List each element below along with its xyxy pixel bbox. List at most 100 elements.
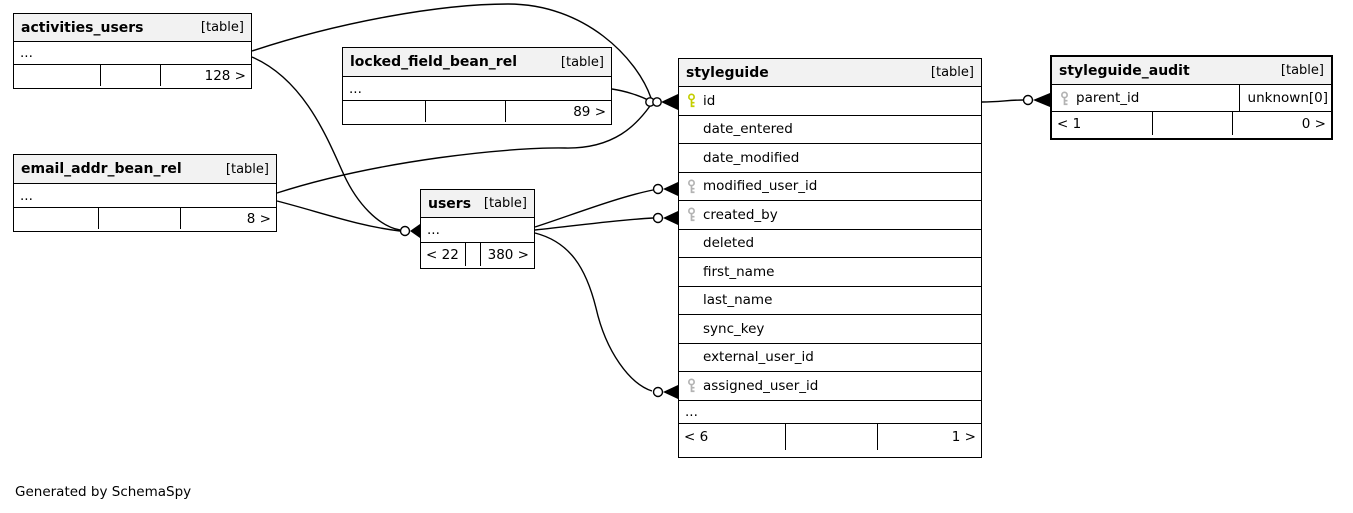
edge-email-addr-bean-rel-to-users — [276, 200, 401, 232]
column-name: external_user_id — [703, 349, 814, 366]
stats-children: < 1 — [1057, 115, 1082, 132]
stats-middle — [785, 423, 877, 450]
crowfoot-marker — [663, 385, 678, 399]
foreign-key-icon — [679, 179, 703, 194]
column-name: date_entered — [703, 121, 793, 138]
column-assigned-user-id: assigned_user_id — [679, 371, 981, 400]
stats-children: < 22 — [426, 246, 459, 263]
table-activities-users[interactable]: activities_users [table] ... 128 > — [13, 13, 252, 89]
column-name: parent_id — [1076, 90, 1140, 106]
table-header: styleguide [table] — [679, 59, 981, 86]
stats-parents: 89 > — [505, 101, 611, 122]
zero-or-one-marker — [652, 212, 664, 224]
table-stats-row: < 22 380 > — [421, 242, 534, 266]
stats-children — [14, 208, 98, 229]
primary-key-icon — [679, 93, 703, 108]
column-name: last_name — [703, 292, 773, 309]
stats-parents: 8 > — [180, 208, 276, 229]
column-name: id — [703, 92, 716, 109]
table-email-addr-bean-rel[interactable]: email_addr_bean_rel [table] ... 8 > — [13, 154, 277, 232]
table-name: styleguide_audit — [1059, 62, 1190, 79]
column-type-note: unknown[0] — [1239, 85, 1331, 111]
columns-ellipsis: ... — [343, 76, 611, 100]
table-stats-row: 89 > — [343, 100, 611, 122]
foreign-key-icon — [679, 378, 703, 393]
table-type-label: [table] — [483, 196, 527, 211]
column-sync-key: sync_key — [679, 314, 981, 343]
crowfoot-marker — [663, 211, 678, 225]
edge-styleguide-id-to-styleguide-audit-parent-id — [981, 99, 1024, 103]
crowfoot-marker — [410, 224, 420, 238]
stats-middle — [98, 208, 180, 229]
table-stats-row: 128 > — [14, 64, 251, 86]
stats-parents: 0 > — [1232, 112, 1331, 135]
columns-ellipsis: ... — [14, 183, 276, 207]
table-name: locked_field_bean_rel — [350, 54, 517, 70]
table-header: email_addr_bean_rel [table] — [14, 155, 276, 183]
column-parent-id: parent_id unknown[0] — [1052, 84, 1331, 111]
column-date-modified: date_modified — [679, 143, 981, 172]
table-type-label: [table] — [1280, 63, 1324, 78]
table-header: styleguide_audit [table] — [1052, 57, 1331, 84]
columns-ellipsis: ... — [14, 41, 251, 64]
column-name: assigned_user_id — [703, 377, 819, 394]
table-styleguide[interactable]: styleguide [table] id date_entered date_… — [678, 58, 982, 458]
table-stats-row: < 6 1 > — [679, 422, 981, 450]
zero-or-one-marker — [652, 97, 662, 107]
table-header: locked_field_bean_rel [table] — [343, 48, 611, 76]
columns-ellipsis: ... — [421, 217, 534, 242]
table-header: activities_users [table] — [14, 14, 251, 41]
table-type-label: [table] — [225, 161, 269, 177]
columns-ellipsis: ... — [679, 399, 981, 423]
table-header: users [table] — [421, 190, 534, 217]
column-name: sync_key — [703, 320, 765, 337]
column-name: modified_user_id — [703, 178, 818, 195]
table-stats-row: 8 > — [14, 207, 276, 229]
stats-parents: 380 > — [480, 243, 534, 266]
table-stats-row: < 1 0 > — [1052, 111, 1331, 135]
edge-users-to-styleguide-created-by — [534, 217, 654, 231]
crowfoot-marker — [1033, 93, 1050, 107]
stats-middle — [100, 65, 160, 86]
column-id: id — [679, 86, 981, 115]
zero-or-one-marker — [652, 386, 664, 398]
table-type-label: [table] — [200, 20, 244, 35]
edge-users-to-styleguide-modified-user-id — [534, 189, 654, 228]
stats-middle — [1152, 112, 1232, 135]
column-last-name: last_name — [679, 285, 981, 315]
column-modified-user-id: modified_user_id — [679, 171, 981, 201]
zero-or-one-marker — [645, 97, 655, 107]
stats-children — [14, 65, 100, 86]
table-users[interactable]: users [table] ... < 22 380 > — [420, 189, 535, 269]
table-type-label: [table] — [560, 54, 604, 70]
edge-users-to-styleguide-assigned-user-id — [534, 232, 653, 392]
column-first-name: first_name — [679, 257, 981, 286]
table-locked-field-bean-rel[interactable]: locked_field_bean_rel [table] ... 89 > — [342, 47, 612, 125]
column-deleted: deleted — [679, 228, 981, 258]
stats-parents: 1 > — [877, 423, 981, 450]
zero-or-one-marker — [652, 183, 664, 195]
table-name: email_addr_bean_rel — [21, 161, 182, 177]
table-name: styleguide — [686, 64, 769, 81]
zero-or-one-marker — [1022, 94, 1034, 106]
column-name: created_by — [703, 206, 778, 223]
column-name: deleted — [703, 235, 755, 252]
column-date-entered: date_entered — [679, 114, 981, 144]
column-name: first_name — [703, 263, 775, 280]
table-name: users — [428, 195, 472, 212]
stats-children: < 6 — [684, 428, 709, 445]
stats-parents: 128 > — [160, 65, 251, 86]
foreign-key-icon — [679, 207, 703, 222]
column-created-by: created_by — [679, 200, 981, 229]
foreign-key-icon — [1052, 90, 1076, 106]
column-external-user-id: external_user_id — [679, 342, 981, 372]
table-styleguide-audit[interactable]: styleguide_audit [table] parent_id unkno… — [1050, 55, 1333, 140]
crowfoot-marker — [663, 182, 678, 196]
stats-middle — [425, 101, 505, 122]
generated-by-note: Generated by SchemaSpy — [15, 484, 192, 500]
edge-locked-field-bean-rel-to-styleguide-id — [611, 88, 649, 101]
zero-or-one-marker — [399, 225, 411, 237]
stats-children — [343, 101, 425, 122]
crowfoot-marker — [661, 94, 678, 110]
table-type-label: [table] — [930, 65, 974, 80]
